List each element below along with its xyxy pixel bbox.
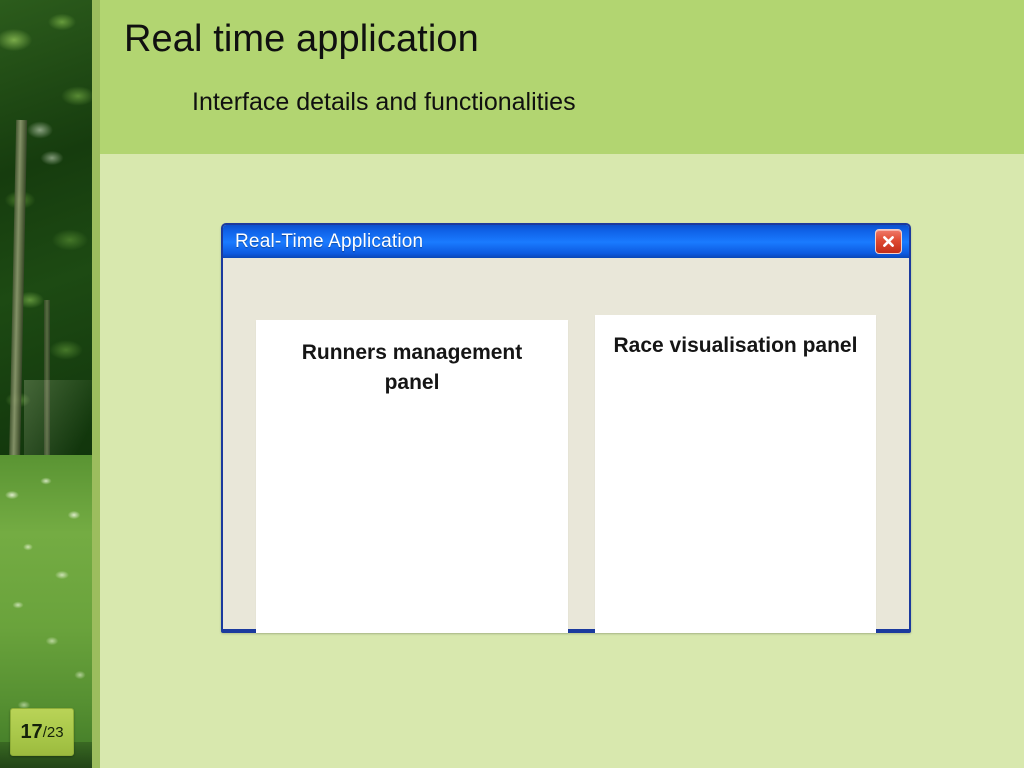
close-button[interactable] <box>875 229 902 254</box>
page-separator: / <box>42 723 47 741</box>
close-icon <box>883 236 894 247</box>
runners-management-panel-label: Runners management panel <box>301 341 523 394</box>
race-visualisation-panel-label: Race visualisation panel <box>613 334 858 357</box>
window-body: Runners management panel Race visualisat… <box>223 258 909 633</box>
app-window: Real-Time Application Runners management… <box>221 223 911 633</box>
forest-photo-strip <box>0 0 92 768</box>
window-title: Real-Time Application <box>235 230 424 252</box>
strip-divider <box>92 0 100 768</box>
page-current-number: 17 <box>20 720 43 743</box>
runners-management-panel[interactable]: Runners management panel <box>256 320 568 633</box>
page-subtitle: Interface details and functionalities <box>192 88 576 116</box>
race-visualisation-panel[interactable]: Race visualisation panel <box>595 315 876 633</box>
tree-trunk-secondary-graphic <box>44 300 50 500</box>
window-title-bar: Real-Time Application <box>223 225 909 258</box>
page-title: Real time application <box>124 18 479 60</box>
header-band <box>100 0 1024 154</box>
page-number-badge: 17/23 <box>10 708 74 756</box>
page-total-number: 23 <box>46 723 64 741</box>
